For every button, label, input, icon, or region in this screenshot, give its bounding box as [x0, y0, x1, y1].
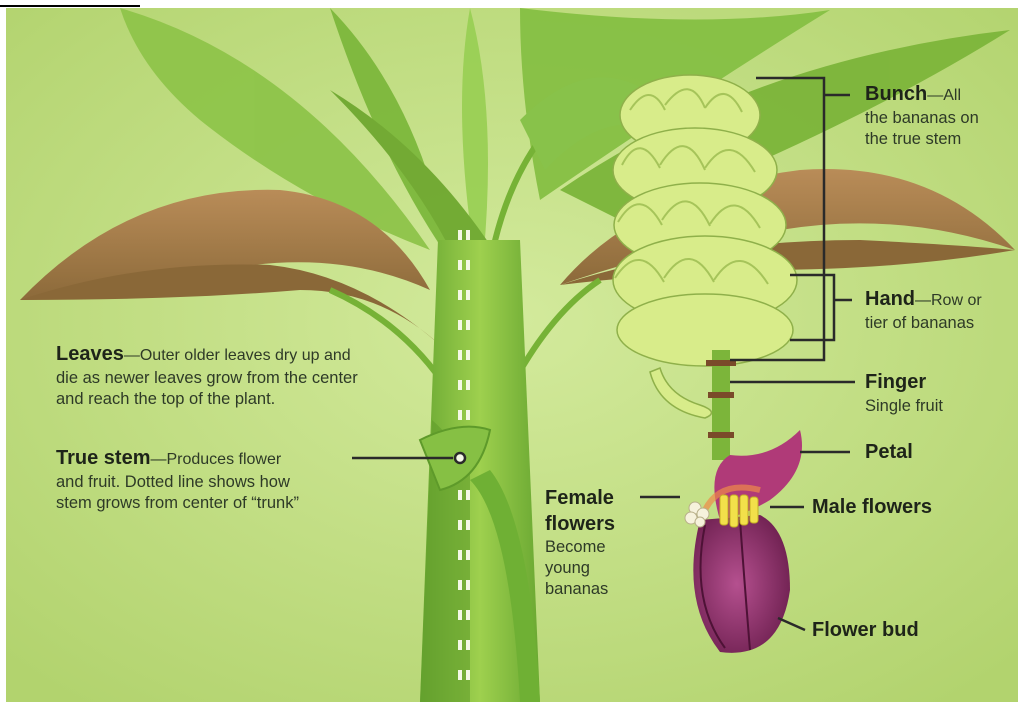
leaves-title: Leaves — [56, 343, 124, 365]
rachis — [712, 350, 730, 460]
petal-title: Petal — [865, 441, 913, 463]
bunch-desc-1: All — [943, 87, 961, 104]
leaves-desc-2: die as newer leaves grow from the center — [56, 368, 436, 389]
flower-bud-label: Flower bud — [812, 618, 982, 644]
female-flowers-title-2: flowers — [545, 512, 645, 538]
male-flowers-title: Male flowers — [812, 496, 932, 518]
hand-desc-2: tier of bananas — [865, 313, 1020, 334]
flower-bud-title: Flower bud — [812, 619, 919, 641]
leaves-label: Leaves—Outer older leaves dry up and die… — [56, 342, 436, 410]
true-stem-title: True stem — [56, 447, 150, 469]
true-stem-desc-3: stem grows from center of “trunk” — [56, 493, 356, 514]
bunch-title: Bunch — [865, 83, 927, 105]
hand-title: Hand — [865, 288, 915, 310]
leaves-desc-1: Outer older leaves dry up and — [140, 347, 351, 364]
female-flowers-label: Female flowers Become young bananas — [545, 486, 645, 601]
petal-label: Petal — [865, 440, 985, 466]
male-flowers-label: Male flowers — [812, 495, 1002, 521]
hand-label: Hand—Row or tier of bananas — [865, 287, 1020, 334]
finger-label: Finger Single fruit — [865, 370, 1015, 417]
bunch-desc-2: the bananas on — [865, 108, 1020, 129]
bunch-label: Bunch—All the bananas on the true stem — [865, 82, 1020, 150]
female-flowers-title-1: Female — [545, 487, 614, 509]
leader-true-stem-end — [455, 453, 465, 463]
bunch-desc-3: the true stem — [865, 129, 1020, 150]
female-flowers-desc-3: bananas — [545, 579, 645, 600]
female-flowers-desc-1: Become — [545, 537, 645, 558]
hand-desc-1: Row or — [931, 292, 982, 309]
finger-title: Finger — [865, 371, 926, 393]
true-stem-desc-2: and fruit. Dotted line shows how — [56, 472, 356, 493]
true-stem-desc-1: Produces flower — [166, 451, 281, 468]
true-stem-label: True stem—Produces flower and fruit. Dot… — [56, 446, 356, 514]
finger-desc-1: Single fruit — [865, 396, 1015, 417]
leaves-desc-3: and reach the top of the plant. — [56, 389, 436, 410]
female-flowers-desc-2: young — [545, 558, 645, 579]
